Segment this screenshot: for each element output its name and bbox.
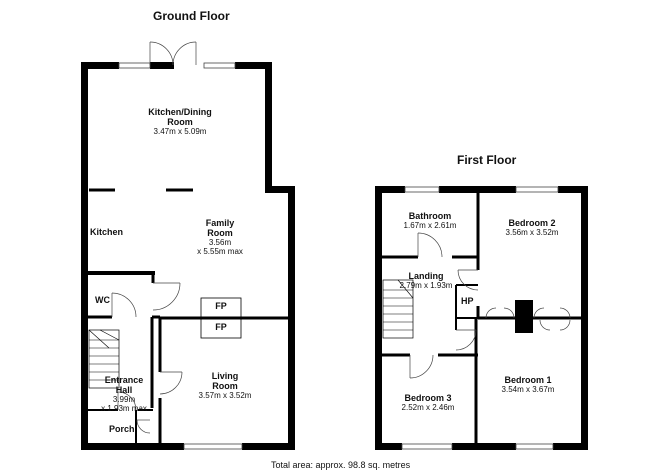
room-kitchen: Kitchen: [90, 227, 123, 237]
room-name: Bedroom 2: [508, 218, 556, 228]
room-dimensions: x 1.93m max: [101, 404, 147, 413]
ground-floor-title: Ground Floor: [153, 9, 230, 23]
room-name: Kitchen/Dining: [148, 107, 212, 117]
room-name: Family: [205, 218, 235, 228]
hot-press-label: HP: [461, 296, 474, 306]
room-dimensions: 2.52m x 2.46m: [401, 403, 455, 412]
first-floor-walls: [375, 186, 588, 450]
room-name: Room: [212, 381, 238, 391]
first-floor-windows: [401, 186, 559, 450]
room-name: Bathroom: [408, 211, 452, 221]
room-name: Bedroom 1: [504, 375, 552, 385]
room-name: Kitchen: [90, 227, 124, 237]
room-dimensions: 3.56m: [208, 238, 232, 247]
room-landing: Landing 2.79m x 1.93m: [398, 271, 454, 290]
room-dimensions: 3.54m x 3.67m: [501, 385, 555, 394]
room-name: WC: [95, 295, 110, 305]
room-dimensions: 2.79m x 1.93m: [399, 281, 453, 290]
room-dimensions: x 5.55m max: [197, 247, 243, 256]
room-dimensions: 3.56m x 3.52m: [505, 228, 559, 237]
total-area-caption: Total area: approx. 98.8 sq. metres: [271, 460, 411, 470]
ground-floor-windows: [118, 62, 243, 450]
room-bedroom-3: Bedroom 3 2.52m x 2.46m: [396, 393, 460, 412]
room-dimensions: 3.99m: [112, 395, 136, 404]
room-entrance-hall: Entrance Hall 3.99m x 1.93m max: [94, 375, 154, 413]
first-floor-interior: [382, 192, 582, 444]
room-kitchen-dining: Kitchen/Dining Room 3.47m x 5.09m: [140, 107, 220, 136]
ground-floor-interior: [88, 188, 289, 444]
room-name: Porch: [109, 424, 135, 434]
room-bathroom: Bathroom 1.67m x 2.61m: [398, 211, 462, 230]
room-dimensions: 3.57m x 3.52m: [198, 391, 252, 400]
first-floor-doors: [409, 232, 571, 379]
room-name: Landing: [408, 271, 444, 281]
room-name: Room: [207, 228, 233, 238]
room-porch: Porch: [109, 424, 135, 434]
fireplace-label: FP: [215, 301, 227, 311]
room-family: Family Room 3.56m x 5.55m max: [190, 218, 250, 256]
room-bedroom-1: Bedroom 1 3.54m x 3.67m: [496, 375, 560, 394]
room-name: Hall: [115, 385, 133, 395]
room-name: Room: [167, 117, 193, 127]
room-dimensions: 3.47m x 5.09m: [153, 127, 207, 136]
ground-floor-walls: [81, 62, 295, 450]
room-name: Bedroom 3: [404, 393, 452, 403]
fireplace-label: FP: [215, 322, 227, 332]
room-wc: WC: [95, 295, 110, 305]
room-living: Living Room 3.57m x 3.52m: [190, 371, 260, 400]
room-name: Entrance: [104, 375, 144, 385]
ground-floor-doors: [111, 41, 197, 434]
room-dimensions: 1.67m x 2.61m: [403, 221, 457, 230]
room-bedroom-2: Bedroom 2 3.56m x 3.52m: [500, 218, 564, 237]
room-name: Living: [211, 371, 239, 381]
first-floor-title: First Floor: [457, 153, 517, 167]
